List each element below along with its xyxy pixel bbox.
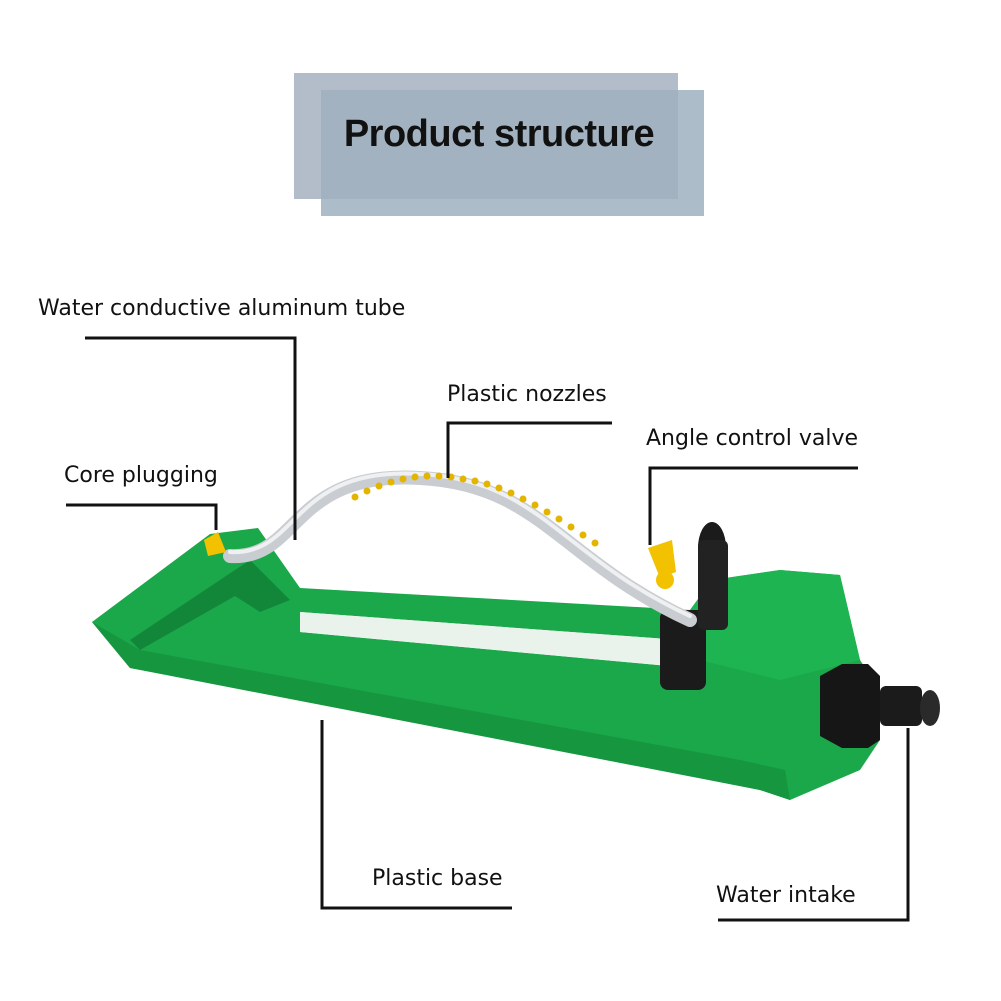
label-plastic-nozzles: Plastic nozzles (447, 382, 607, 407)
label-plastic-base: Plastic base (372, 866, 503, 891)
base-leader (320, 720, 512, 910)
valve-leader (648, 466, 858, 545)
page-title: Product structure (343, 113, 655, 155)
label-aluminum-tube: Water conductive aluminum tube (38, 296, 406, 321)
leader-lines (66, 336, 910, 922)
plastic-base-shape (92, 528, 880, 800)
label-angle-control-valve: Angle control valve (646, 426, 859, 451)
aluminum-tube (223, 470, 697, 627)
valve-assembly (648, 522, 728, 690)
label-water-intake: Water intake (716, 883, 856, 908)
intake-leader (718, 728, 910, 922)
tube-leader (85, 336, 297, 540)
nozzles-leader (446, 421, 612, 478)
label-core-plugging: Core plugging (64, 463, 218, 488)
plug-leader (66, 503, 218, 530)
core-plug (204, 532, 226, 556)
title-box-front (321, 90, 704, 216)
water-intake-connector (820, 664, 940, 748)
nozzle-row (351, 472, 599, 547)
